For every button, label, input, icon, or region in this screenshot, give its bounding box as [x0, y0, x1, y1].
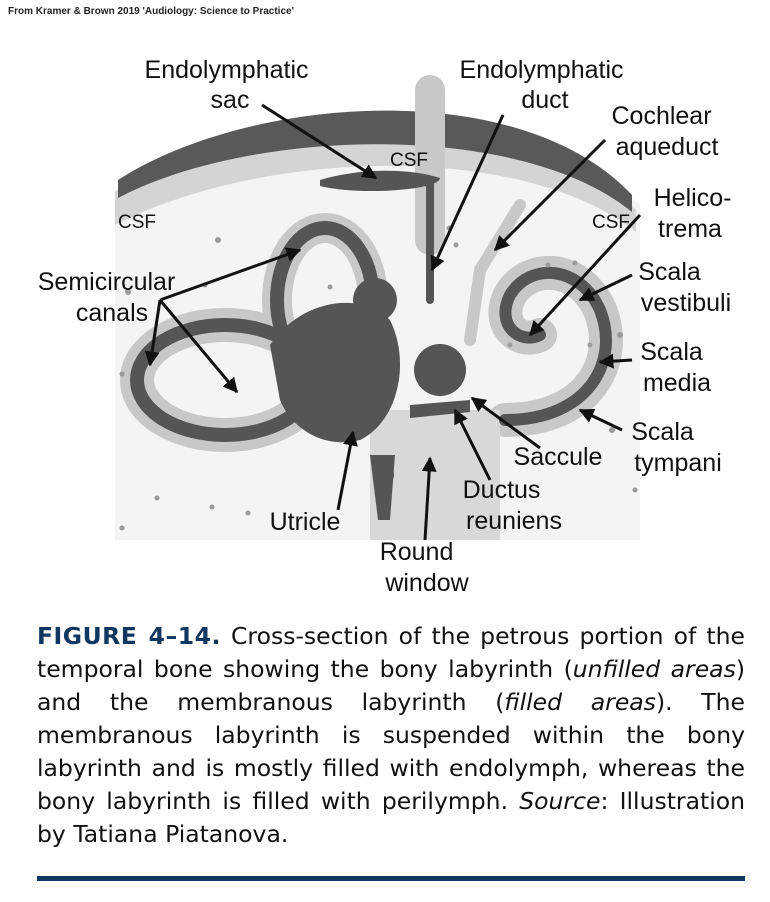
- csf-label-top: CSF: [390, 150, 428, 171]
- caption-text-2: ) and the membranous labyrinth (: [37, 655, 745, 716]
- caption-text-3: ). The membranous labyrinth is suspended…: [37, 688, 746, 815]
- label-endolymphatic-sac: Endolymphatic sac: [145, 56, 316, 114]
- caption-text-1: Cross-section of the petrous portion of …: [37, 622, 745, 683]
- dura-band: [118, 110, 632, 212]
- vestibule: [270, 302, 400, 443]
- leader-arrows: [144, 103, 642, 541]
- label-endolymphatic-duct: Endolymphatic duct: [460, 56, 631, 114]
- saccule-shape: [414, 344, 466, 396]
- labyrinth-diagram: CSF CSF CSF Endolymphatic sac Endolympha…: [38, 56, 739, 597]
- caption-unfilled-areas: unfilled areas: [572, 655, 736, 683]
- label-saccule: Saccule: [514, 443, 603, 471]
- source-credit: From Kramer & Brown 2019 'Audiology: Sci…: [8, 6, 294, 17]
- label-ductus-reuniens: Ductus reuniens: [463, 476, 562, 535]
- csf-label-left: CSF: [118, 212, 156, 233]
- label-cochlear-aqueduct: Cochlear aqueduct: [611, 102, 718, 161]
- utricle-shape: [353, 278, 397, 322]
- csf-label-right: CSF: [592, 212, 630, 233]
- bottom-rule: [37, 876, 745, 881]
- label-round-window: Round window: [380, 538, 470, 597]
- caption-source-label: Source: [519, 787, 601, 815]
- label-helicotrema: Helico- trema: [654, 184, 739, 243]
- label-scala-media: Scala media: [640, 338, 711, 397]
- label-scala-vestibuli: Scala vestibuli: [638, 258, 731, 317]
- label-semicircular-canals: Semicircular canals: [38, 268, 182, 327]
- figure-label: FIGURE 4–14.: [37, 622, 221, 650]
- ossicles: [370, 455, 395, 520]
- caption-source-text: : Illustration by Tatiana Piatanova.: [37, 787, 745, 848]
- membranous-labyrinth: [130, 176, 612, 442]
- label-scala-tympani: Scala tympani: [631, 418, 722, 477]
- label-utricle: Utricle: [270, 508, 341, 536]
- endolymphatic-sac-shape: [320, 170, 440, 192]
- figure-caption: FIGURE 4–14. Cross-section of the petrou…: [37, 620, 745, 851]
- caption-filled-areas: filled areas: [504, 688, 656, 716]
